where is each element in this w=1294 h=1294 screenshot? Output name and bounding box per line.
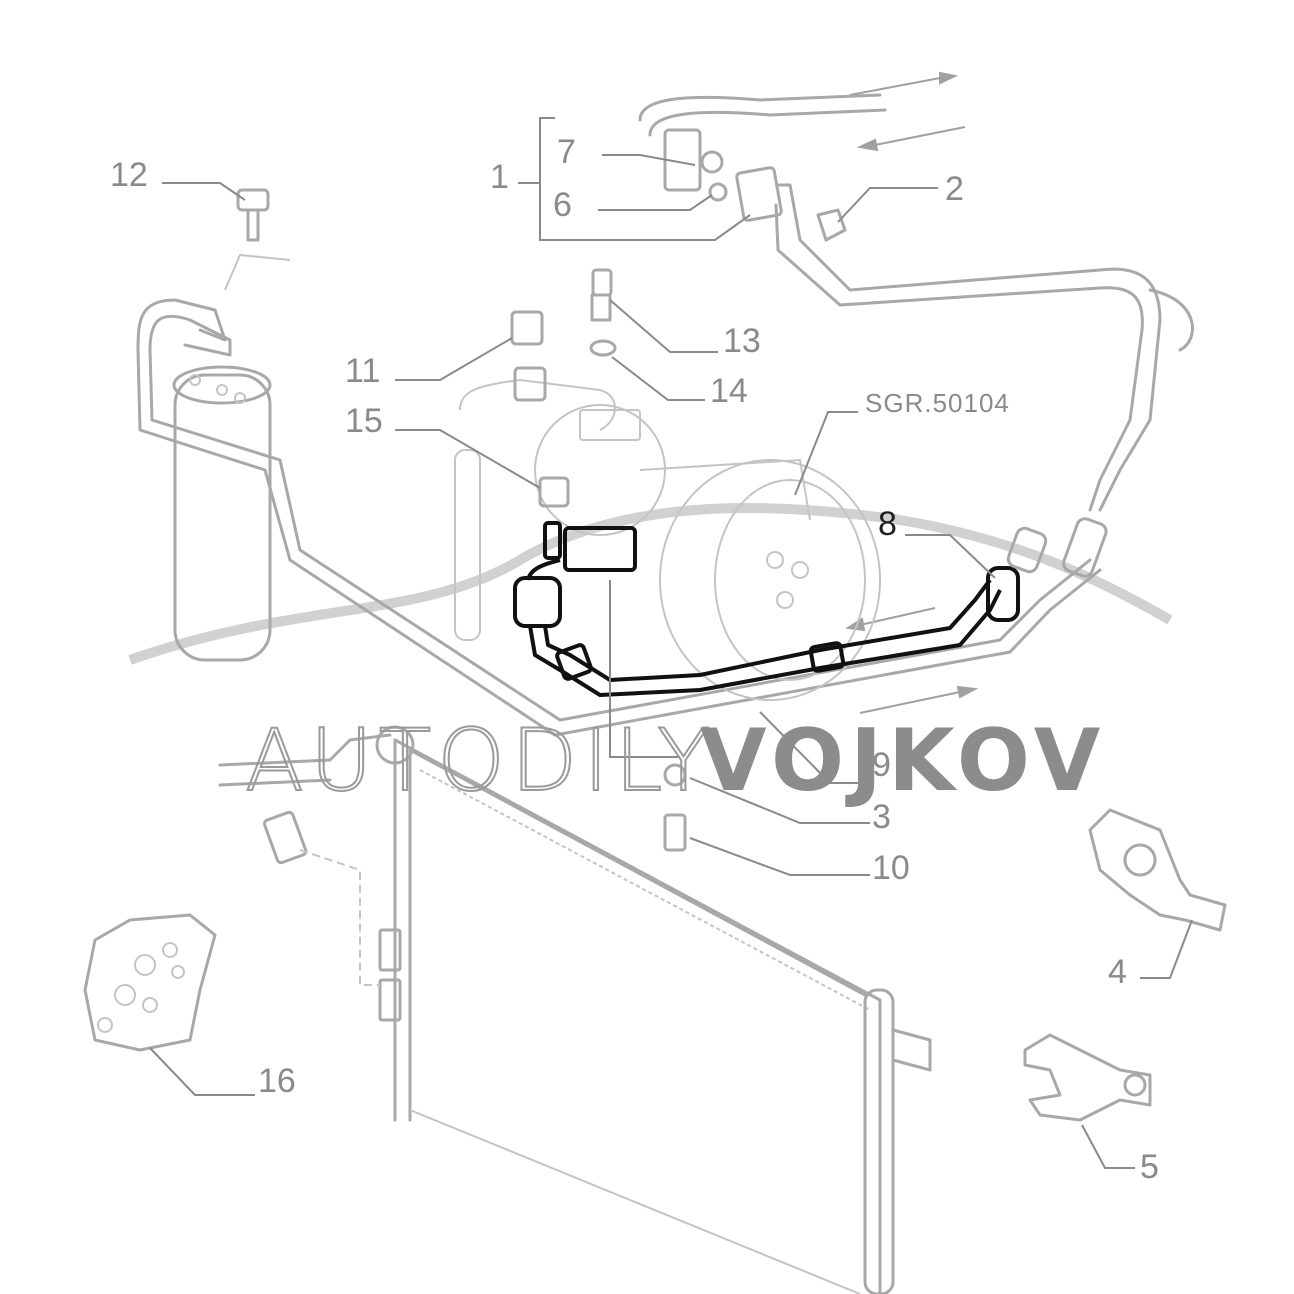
callout-2: 2 [945, 170, 964, 208]
pipe-assembly-1 [638, 93, 1194, 512]
callout-8: 8 [878, 505, 897, 543]
callout-11: 11 [345, 352, 380, 390]
receiver-drier [136, 188, 1102, 737]
callout-6: 6 [553, 186, 572, 224]
bracket-5 [1023, 1033, 1152, 1122]
callout-16: 16 [258, 1062, 296, 1100]
swoosh-band [128, 503, 1173, 665]
callout-4: 4 [1108, 953, 1127, 991]
compressor [454, 310, 881, 701]
callout-13: 13 [723, 322, 761, 360]
leader-lines [149, 117, 1193, 1169]
callout-9: 9 [872, 746, 891, 784]
callout-3: 3 [872, 798, 891, 836]
watermark-light: AUTODILY [245, 711, 716, 811]
flow-arrows [845, 71, 979, 714]
gasket-16 [83, 913, 217, 1052]
condenser [218, 725, 932, 1294]
callout-10: 10 [872, 849, 910, 887]
bolt-parts [589, 268, 687, 852]
right-fittings [1006, 517, 1108, 578]
callout-7: 7 [557, 133, 576, 171]
pipe-8-highlighted [513, 521, 1020, 697]
callout-5: 5 [1140, 1148, 1159, 1186]
bracket-4 [1088, 808, 1227, 932]
callout-14: 14 [710, 372, 748, 410]
watermark-bold: VOJKOV [700, 711, 1106, 811]
callout-15: 15 [345, 402, 383, 440]
callout-1: 1 [490, 158, 509, 196]
reference-code: SGR.50104 [865, 388, 1010, 418]
callout-12: 12 [110, 156, 148, 194]
